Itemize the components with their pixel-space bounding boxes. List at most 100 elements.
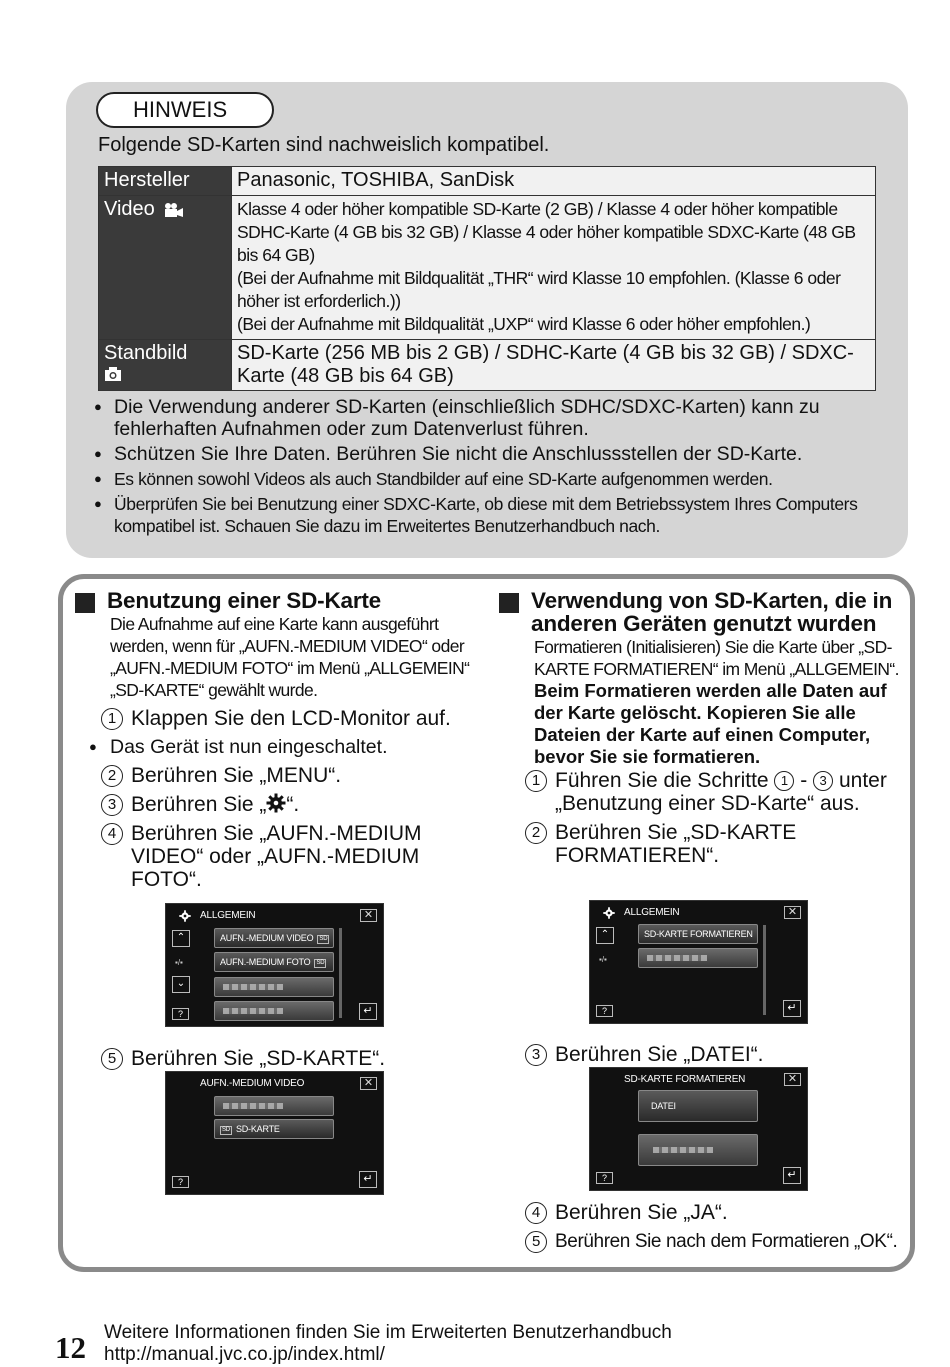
step-number: 4 [101, 823, 123, 845]
row-header: Video [98, 195, 232, 340]
compatibility-table: Hersteller Panasonic, TOSHIBA, SanDisk V… [98, 166, 876, 391]
step-text: Klappen Sie den LCD-Monitor auf. [131, 707, 451, 730]
hinweis-label: HINWEIS [96, 92, 274, 128]
arrow-down-icon[interactable]: ⌄ [172, 976, 190, 993]
section-title-text: Benutzung einer SD-Karte [107, 588, 381, 613]
step-number: 5 [525, 1231, 547, 1253]
table-row: Standbild SD-Karte (256 MB bis 2 GB) / S… [98, 339, 876, 391]
step-number: 3 [525, 1044, 547, 1066]
section-title: Verwendung von SD-Karten, die in anderen… [499, 589, 909, 635]
page-number: 12 [55, 1330, 86, 1365]
scrollbar[interactable] [763, 925, 766, 1015]
step-number: 1 [101, 708, 123, 730]
row-value: Panasonic, TOSHIBA, SanDisk [231, 166, 876, 196]
list-item: Überprüfen Sie bei Benutzung einer SDXC-… [92, 493, 882, 537]
gear-icon [603, 907, 615, 919]
menu-item-label: AUFN.-MEDIUM FOTO [220, 957, 311, 967]
step-reference: 3 [813, 771, 834, 791]
step-text: Berühren Sie „SD-KARTE“. [131, 1047, 386, 1070]
back-icon[interactable]: ↵ [359, 1003, 377, 1020]
sd-card-icon: SD [317, 935, 330, 944]
close-icon[interactable]: ✕ [784, 1073, 801, 1086]
menu-screenshot-sd-karte-formatieren: SD-KARTE FORMATIEREN ✕ DATEI ? ↵ [589, 1067, 808, 1191]
scrollbar[interactable] [339, 928, 342, 1018]
menu-item-blurred[interactable] [214, 1001, 334, 1021]
hinweis-bullets: Die Verwendung anderer SD-Karten (einsch… [92, 396, 882, 540]
back-icon[interactable]: ↵ [783, 1167, 801, 1184]
row-header: Standbild [98, 339, 232, 391]
menu-item-blurred[interactable] [214, 977, 334, 997]
footer: Weitere Informationen finden Sie im Erwe… [104, 1322, 672, 1366]
menu-item-label: SD-KARTE FORMATIEREN [644, 929, 753, 939]
mode-icon: ▪/▪ [175, 958, 183, 967]
section-title: Benutzung einer SD-Karte [75, 588, 485, 613]
step-text: Berühren Sie „SD-KARTE FORMATIEREN“. [555, 821, 797, 867]
screen-title: AUFN.-MEDIUM VIDEO [200, 1078, 305, 1089]
sd-card-icon: SD [314, 959, 327, 968]
note: Das Gerät ist nun eingeschaltet. [75, 736, 485, 758]
menu-item-label: SD-KARTE [235, 1124, 280, 1134]
hinweis-box: HINWEIS Folgende SD-Karten sind nachweis… [66, 82, 908, 558]
list-item: Schützen Sie Ihre Daten. Berühren Sie ni… [92, 443, 882, 465]
row-header-text: Hersteller [104, 169, 190, 191]
blurred-text [223, 1008, 283, 1014]
step-number: 1 [525, 770, 547, 792]
right-column: Verwendung von SD-Karten, die in anderen… [499, 589, 909, 867]
close-icon[interactable]: ✕ [784, 906, 801, 919]
screen-title: ALLGEMEIN [624, 907, 680, 918]
step-4: 4 Berühren Sie „AUFN.-MEDIUM VIDEO“ oder … [75, 822, 485, 891]
step-number: 3 [101, 794, 123, 816]
gear-icon [179, 910, 191, 922]
still-camera-icon [105, 367, 121, 381]
blurred-text [223, 984, 283, 990]
help-icon[interactable]: ? [596, 1005, 613, 1017]
screen-title: ALLGEMEIN [200, 910, 256, 921]
screen-title: SD-KARTE FORMATIEREN [624, 1074, 746, 1085]
list-item: Die Verwendung anderer SD-Karten (einsch… [92, 396, 882, 440]
menu-item-blurred[interactable] [638, 1134, 758, 1166]
step-text: Berühren Sie „JA“. [555, 1201, 728, 1224]
close-icon[interactable]: ✕ [360, 1077, 377, 1090]
menu-item-blurred[interactable] [214, 1096, 334, 1116]
step-text-end: “. [286, 793, 300, 816]
menu-item-label: AUFN.-MEDIUM VIDEO [220, 933, 314, 943]
instructions-box: Benutzung einer SD-Karte Die Aufnahme au… [58, 574, 915, 1272]
step-1: 1 Klappen Sie den LCD-Monitor auf. [75, 707, 485, 730]
footer-line: Weitere Informationen finden Sie im Erwe… [104, 1322, 672, 1343]
arrow-up-icon[interactable]: ⌃ [172, 930, 190, 947]
blurred-text [223, 1103, 283, 1109]
menu-screenshot-allgemein-format: ALLGEMEIN ✕ ⌃ ▪/▪ SD-KARTE FORMATIEREN ?… [589, 900, 808, 1024]
back-icon[interactable]: ↵ [783, 1000, 801, 1017]
screen-header: ALLGEMEIN ✕ [166, 904, 383, 924]
screen-header: ALLGEMEIN ✕ [590, 901, 807, 921]
step-text: Berühren Sie „DATEI“. [555, 1043, 764, 1066]
help-icon[interactable]: ? [596, 1172, 613, 1184]
help-icon[interactable]: ? [172, 1008, 189, 1020]
warning-text: Beim Formatieren werden alle Daten auf d… [534, 680, 887, 767]
footer-url[interactable]: http://manual.jvc.co.jp/index.html/ [104, 1344, 385, 1365]
arrow-up-icon[interactable]: ⌃ [596, 927, 614, 944]
menu-item-sd-karte-formatieren[interactable]: SD-KARTE FORMATIEREN [638, 924, 758, 944]
hinweis-intro: Folgende SD-Karten sind nachweislich kom… [98, 134, 550, 156]
menu-item-blurred[interactable] [638, 948, 758, 968]
menu-item-label: DATEI [651, 1101, 676, 1111]
step-text: Berühren Sie „AUFN.-MEDIUM VIDEO“ oder „… [131, 822, 422, 891]
back-icon[interactable]: ↵ [359, 1171, 377, 1188]
close-icon[interactable]: ✕ [360, 909, 377, 922]
video-spec: Klasse 4 oder höher kompatible SD-Karte … [237, 199, 856, 265]
step-reference: 1 [774, 771, 795, 791]
menu-item-datei[interactable]: DATEI [638, 1090, 758, 1122]
sd-card-icon: SD [220, 1126, 232, 1135]
step-text: Führen Sie die Schritte [555, 769, 775, 792]
help-icon[interactable]: ? [172, 1176, 189, 1188]
